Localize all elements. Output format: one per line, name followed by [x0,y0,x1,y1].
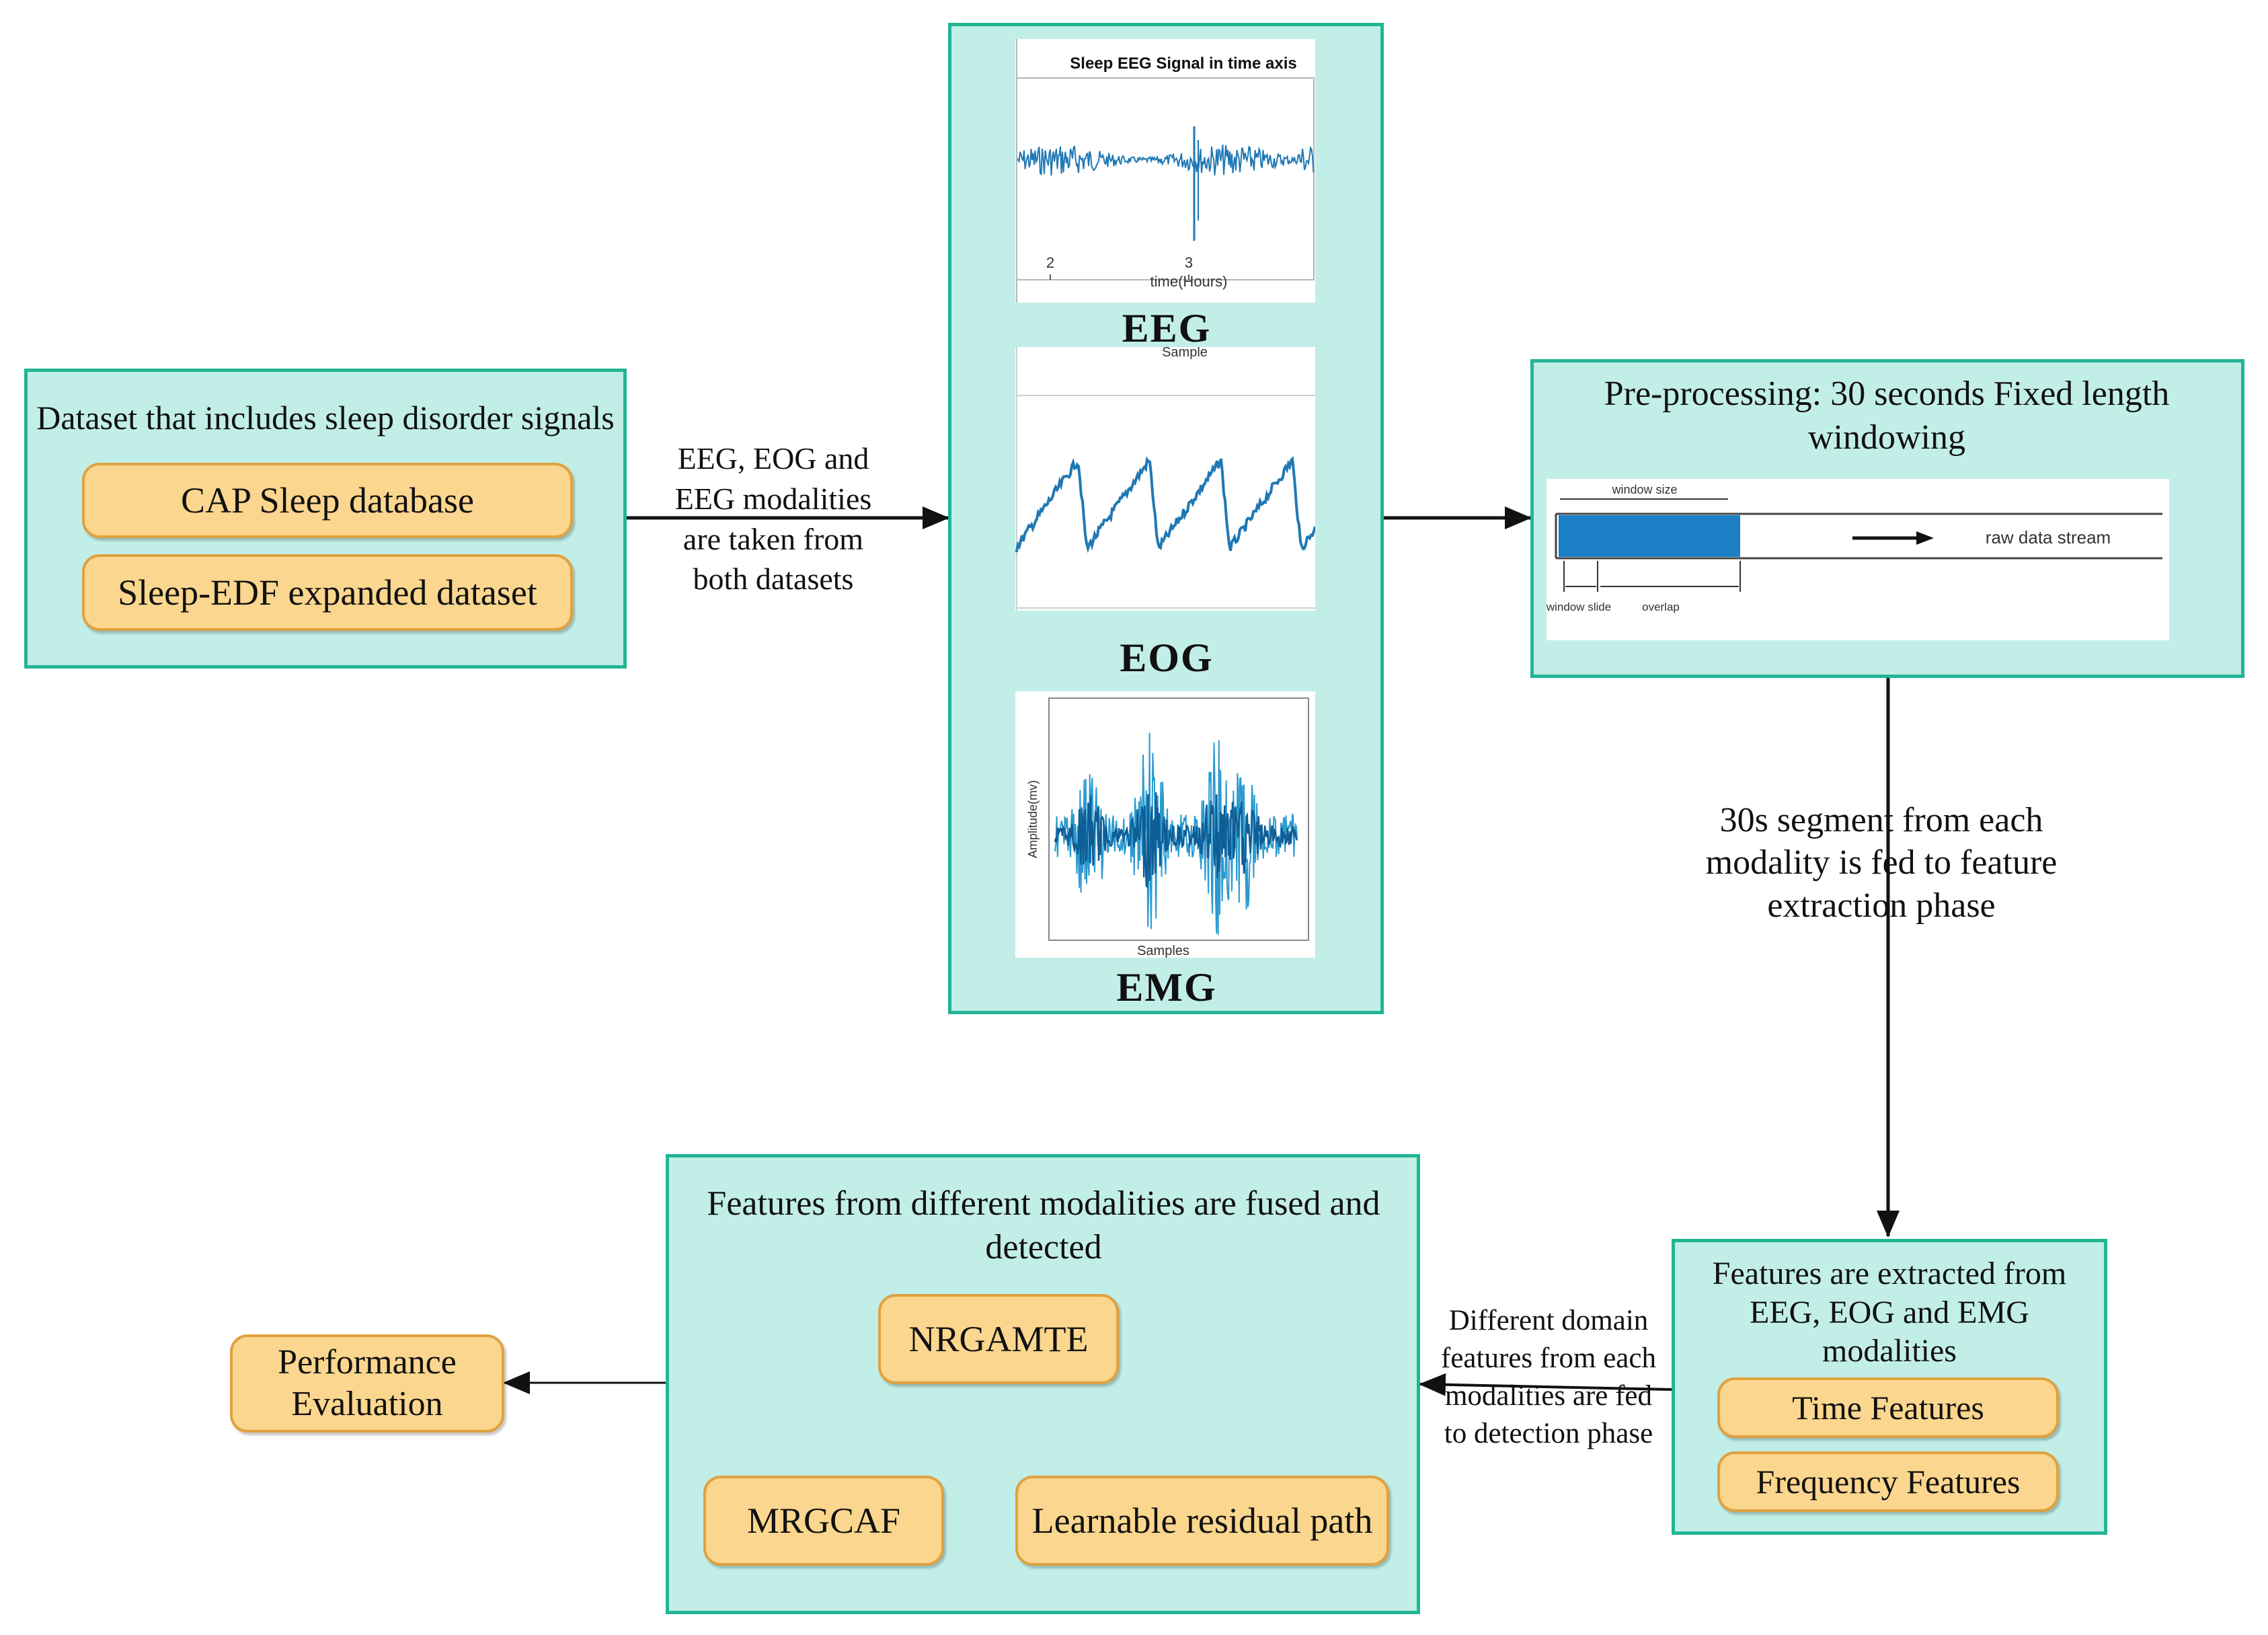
emg-waveform-dark [1054,792,1298,889]
preprocessing-title: Pre-processing: 30 seconds Fixed length … [1604,375,2170,457]
features-title: Features are extracted from EEG, EOG and… [1712,1256,2067,1369]
fusion-mrgcaf: MRGCAF [703,1476,944,1566]
edge-label-dataset-signals: EEG, EOG and EEG modalities are taken fr… [674,441,872,597]
arrow-features-to-fusion [1419,1373,1672,1396]
emg-xlabel: Samples [1137,944,1189,958]
dataset-title: Dataset that includes sleep disorder sig… [36,399,615,436]
dataset-item-cap: CAP Sleep database [82,463,573,538]
fusion-title: Features from different modalities are f… [707,1184,1380,1266]
features-item-time: Time Features [1717,1377,2059,1438]
window-block [1559,515,1740,557]
emg-ylabel: Amplitude(mv) [1026,780,1040,858]
eeg-tick-2: 2 [1046,254,1054,271]
raw-data-stream-label: raw data stream [1986,527,2111,547]
eog-plot-title: Sample [1162,347,1208,360]
eeg-tick-3: 3 [1185,254,1193,271]
performance-evaluation: Performance Evaluation [230,1334,504,1433]
features-item-frequency: Frequency Features [1717,1451,2059,1512]
eog-waveform [1015,455,1315,554]
emg-label: EMG [1116,965,1217,1010]
window-slide-label: window slide [1547,601,1611,613]
edge-label-preprocessing-features: 30s segment from each modality is fed to… [1705,801,2058,925]
eeg-plot-title: Sleep EEG Signal in time axis [1070,54,1296,73]
window-size-label: window size [1611,483,1677,496]
dataset-item-sleep-edf: Sleep-EDF expanded dataset [82,554,573,631]
eeg-waveform [1017,144,1315,176]
overlap-label: overlap [1642,601,1680,613]
eog-plot: Sample [1015,347,1315,611]
fusion-learnable-residual-path: Learnable residual path [1015,1476,1389,1566]
emg-plot: Amplitude(mv) Samples [1015,691,1315,958]
eog-label: EOG [1120,636,1214,680]
eeg-plot: Sleep EEG Signal in time axis 2 3 time(H… [1015,39,1315,303]
edge-label-features-fusion: Different domain features from each moda… [1441,1305,1656,1449]
window-diagram: window size raw data stream window slide… [1547,479,2169,640]
eeg-xlabel: time(Hours) [1150,273,1228,290]
eeg-label: EEG [1122,306,1212,350]
fusion-nrgamte: NRGAMTE [878,1294,1119,1384]
